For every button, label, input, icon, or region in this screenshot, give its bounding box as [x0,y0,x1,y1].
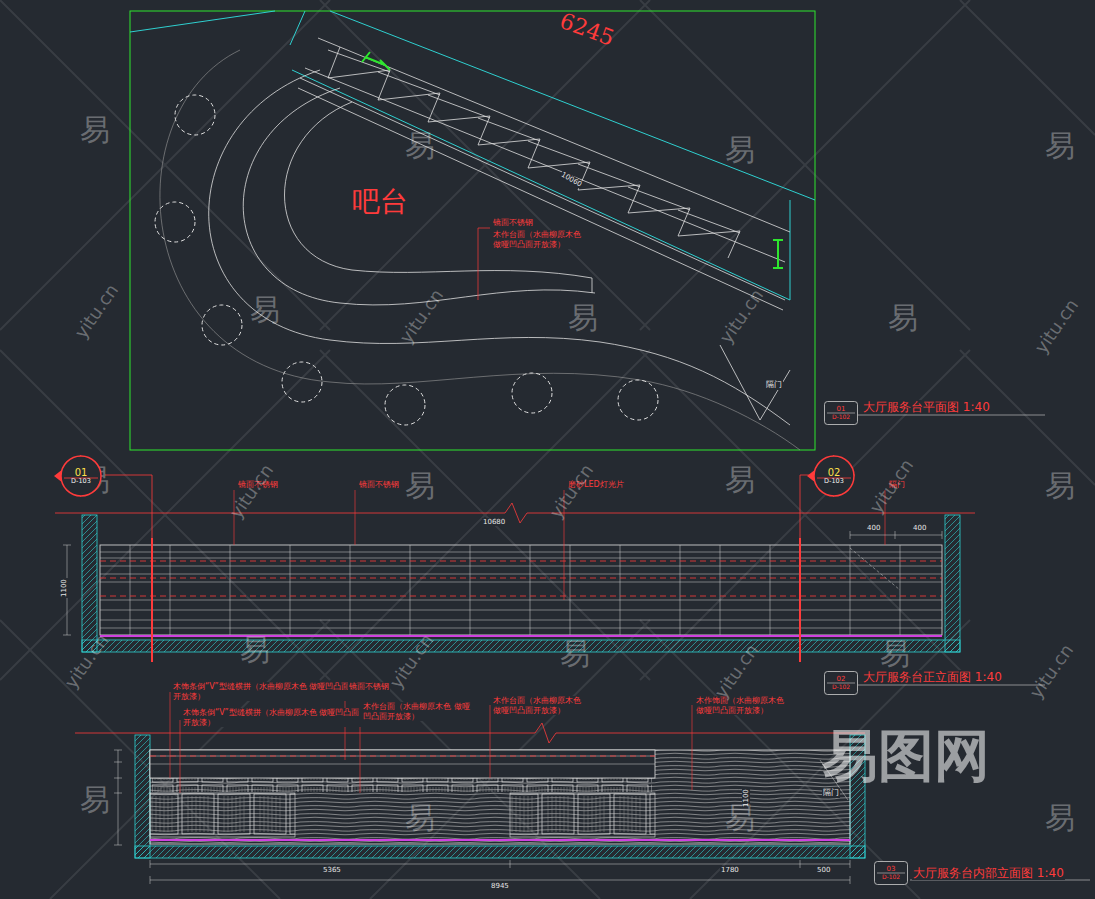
sheet-number: D-102 [832,684,850,691]
watermark: 易 [250,292,280,328]
watermark: 易 [405,128,435,164]
watermark: yitu.cn [715,285,768,347]
material-note: 木作台面（水曲柳原木色 做哑凹凸面开放漆） [492,696,590,715]
drawing-number: 02 [828,467,841,478]
drawing-tag: 02D-102 [824,671,858,695]
area-name: 吧台 [352,185,408,219]
section-marker: 02D-103 [813,455,855,497]
section-marker: 01D-103 [60,455,102,497]
drawing-tag: 01D-102 [824,401,858,425]
dimension-text: 500 [816,866,831,874]
sheet-number: D-103 [71,478,91,485]
watermark: 易 [888,300,918,336]
watermark: yitu.cn [70,280,123,342]
drawing-number: 01 [837,406,846,414]
watermark: 易 [1045,800,1075,836]
watermark: 易 [405,800,435,836]
watermark: 易 [560,636,590,672]
dimension-text: 1780 [720,866,740,874]
door-label: 隔门 [822,788,840,798]
watermark: 易 [880,636,910,672]
watermark: yitu.cn [1025,640,1078,702]
dimension-text: 10060 [559,170,584,189]
door-label: 隔门 [765,380,783,390]
drawing-number: 01 [75,467,88,478]
dimension-text: 1100 [60,578,68,598]
dimension-text: 400 [866,524,881,532]
watermark: 易 [80,782,110,818]
watermark: 易 [725,132,755,168]
dimension-text: 10680 [482,518,506,526]
dimension-text: 5365 [322,866,342,874]
sheet-number: D-103 [824,478,844,485]
dimension-text: 6245 [556,8,618,52]
watermark: 易 [80,112,110,148]
material-note: 木饰条倒“V”型缝横拼（水曲柳原木色 做哑凹凸面开放漆） [172,682,352,701]
material-note: 镜面不锈钢 [348,682,390,692]
watermark: 易 [1045,468,1075,504]
material-note: 木作台面（水曲柳原木色 做哑凹凸面开放漆） [492,230,586,249]
watermark: 易 [1045,128,1075,164]
drawing-number: 03 [887,866,896,874]
dimension-text: 400 [912,524,927,532]
drawing-number: 02 [837,676,846,684]
watermark: 易 [725,462,755,498]
material-note: 镜面不锈钢 [358,480,400,490]
material-note: 木作饰面（水曲柳原木色 做哑凹凸面开放漆） [695,696,793,715]
material-note: 木作台面（水曲柳原木色 做哑凹凸面开放漆） [362,702,476,721]
material-note: 木饰条倒“V”型缝横拼（水曲柳原木色 做哑凹凸面开放漆） [182,708,362,727]
watermark: 易 [240,632,270,668]
watermark-logo: 易图网 [822,722,990,789]
material-note: 镜面不锈钢 [492,218,534,228]
watermark: yitu.cn [865,455,918,517]
dimension-text: 8945 [490,882,510,890]
watermark: 易 [568,300,598,336]
drawing-title: 大厅服务台正立面图 1:40 [862,670,1003,684]
watermark: 易 [725,800,755,836]
watermark: yitu.cn [385,630,438,692]
sheet-number: D-102 [832,414,850,421]
watermark: yitu.cn [1030,295,1083,357]
drawing-tag: 03D-102 [874,861,908,885]
drawing-title: 大厅服务台内部立面图 1:40 [912,866,1065,880]
watermark: yitu.cn [395,285,448,347]
watermark: 易 [405,468,435,504]
sheet-number: D-102 [882,874,900,881]
drawing-title: 大厅服务台平面图 1:40 [862,400,991,414]
